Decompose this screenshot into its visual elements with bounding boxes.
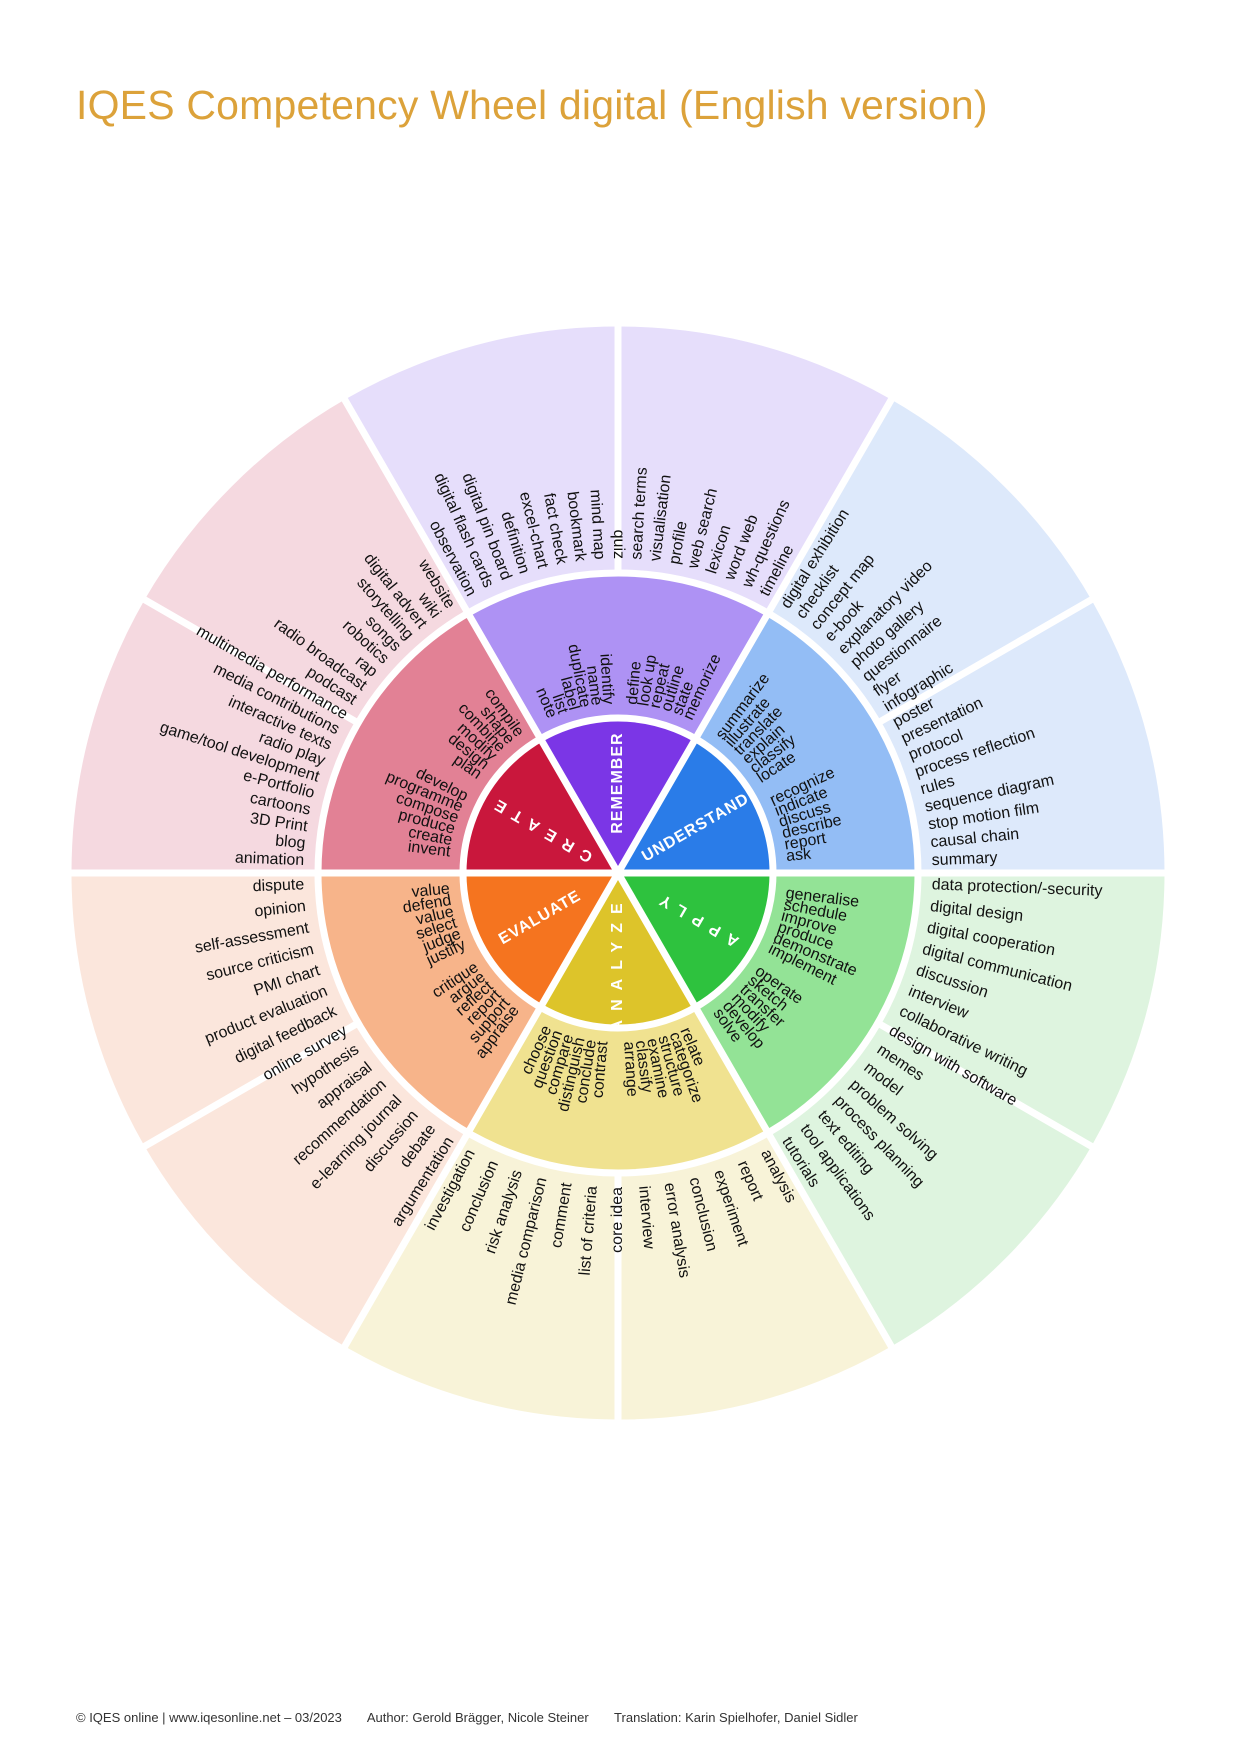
outer-divider: [876, 1019, 1097, 1152]
segment-divider: [614, 871, 772, 1135]
product-label: summary: [931, 850, 997, 870]
product-label: animation: [235, 850, 305, 870]
verb-label: identify: [596, 653, 616, 705]
product-label: search terms: [628, 467, 651, 560]
verb-label: ask: [785, 846, 812, 865]
outer-divider: [139, 1019, 360, 1152]
verb-label: classify: [632, 1039, 656, 1093]
outer-divider: [139, 594, 360, 727]
segment-divider: [464, 871, 622, 1135]
outer-divider: [764, 394, 897, 615]
segment-divider: [464, 611, 622, 875]
verb-label: report: [783, 830, 828, 854]
product-label: quiz: [610, 530, 627, 559]
page-title: IQES Competency Wheel digital (English v…: [76, 82, 988, 128]
verb-label: define: [624, 660, 645, 705]
outer-divider: [876, 594, 1097, 727]
verb-label: name: [583, 665, 605, 707]
ring-dividers: [64, 319, 1172, 1427]
footer: © IQES online | www.iqesonline.net – 03/…: [76, 1710, 880, 1725]
verb-label: contrast: [590, 1040, 612, 1099]
verb-label: arrange: [620, 1041, 640, 1097]
segment-divider: [614, 611, 772, 875]
footer-authors: Author: Gerold Brägger, Nicole Steiner: [366, 1710, 589, 1725]
verb-label: value: [411, 880, 451, 901]
product-label: data protection/-security: [931, 876, 1102, 900]
core-sector-analyze: [540, 873, 696, 1028]
core-sector-remember: [540, 717, 696, 873]
core-label-remember: REMEMBER: [609, 732, 626, 833]
footer-translation: Translation: Karin Spielhofer, Daniel Si…: [614, 1710, 858, 1725]
product-label: dispute: [252, 876, 304, 895]
footer-copyright: © IQES online | www.iqesonline.net – 03/…: [76, 1710, 342, 1725]
outer-divider: [339, 394, 472, 615]
core-label-analyze: ANALYZE: [609, 894, 626, 1031]
outer-divider: [764, 1131, 897, 1352]
product-label: mind map: [586, 489, 607, 560]
product-label: blog: [274, 833, 306, 853]
verb-label: invent: [407, 838, 452, 860]
outer-divider: [339, 1131, 472, 1352]
product-label: opinion: [254, 898, 307, 920]
product-label: interview: [635, 1185, 657, 1250]
product-label: core idea: [609, 1187, 626, 1253]
verb-label: list: [549, 692, 572, 717]
